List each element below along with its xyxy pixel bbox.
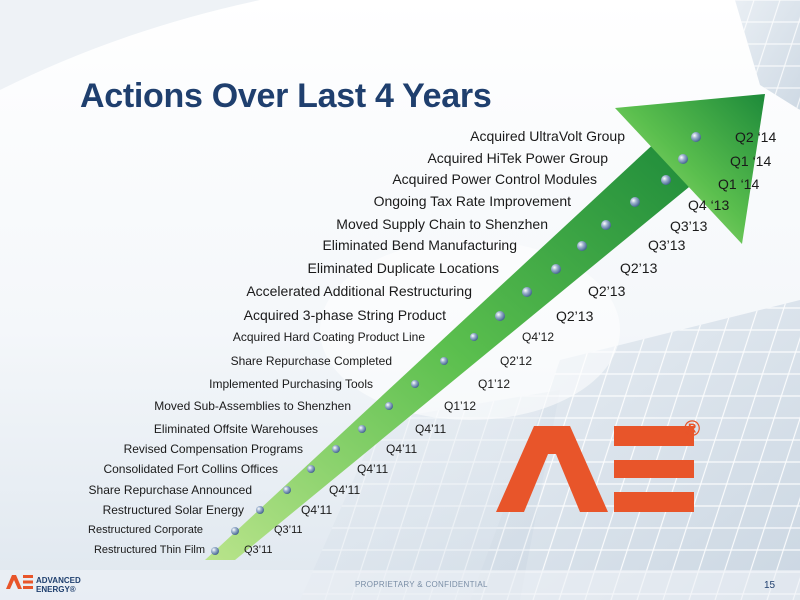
- milestone-quarter-label: Q4’11: [329, 482, 361, 497]
- footer-confidential: PROPRIETARY & CONFIDENTIAL: [355, 580, 488, 589]
- milestone-quarter-label: Q1 ‘14: [730, 153, 772, 170]
- milestone-quarter-label: Q1’12: [478, 376, 511, 391]
- milestone-quarter-label: Q4’11: [301, 502, 333, 517]
- milestone-quarter-label: Q3’11: [274, 524, 303, 537]
- milestone-action-label: Eliminated Offsite Warehouses: [153, 421, 318, 436]
- milestone-marker: [256, 506, 264, 514]
- milestone-quarter-label: Q2 ‘14: [735, 129, 777, 146]
- milestone-quarter-label: Q1’12: [444, 398, 477, 413]
- milestone-action-label: Consolidated Fort Collins Offices: [103, 461, 278, 476]
- footer-brand-name: ADVANCED ENERGY®: [36, 576, 81, 594]
- milestone-action-label: Eliminated Bend Manufacturing: [322, 237, 517, 254]
- milestone-action-label: Share Repurchase Completed: [230, 353, 392, 368]
- milestone-marker: [358, 425, 366, 433]
- milestone-quarter-label: Q4 ‘13: [688, 197, 730, 214]
- milestone-action-label: Acquired HiTek Power Group: [427, 150, 608, 167]
- milestone-marker: [385, 402, 393, 410]
- milestone-marker: [211, 547, 219, 555]
- milestone-action-label: Ongoing Tax Rate Improvement: [373, 193, 571, 210]
- milestone-marker: [691, 132, 701, 142]
- footer-ae-logo-icon: [6, 575, 33, 589]
- milestone-action-label: Moved Sub-Assemblies to Shenzhen: [154, 398, 351, 413]
- milestone-action-label: Acquired 3-phase String Product: [243, 307, 446, 324]
- milestone-action-label: Restructured Corporate: [88, 524, 203, 537]
- milestone-marker: [231, 527, 239, 535]
- milestone-quarter-label: Q3’13: [670, 218, 708, 235]
- milestone-quarter-label: Q4’11: [415, 421, 447, 436]
- milestone-marker: [661, 175, 671, 185]
- milestone-action-label: Implemented Purchasing Tools: [209, 376, 373, 391]
- milestone-quarter-label: Q2’13: [556, 308, 594, 325]
- milestone-action-label: Eliminated Duplicate Locations: [307, 260, 499, 277]
- milestone-quarter-label: Q3’13: [648, 237, 686, 254]
- milestone-marker: [495, 311, 505, 321]
- milestone-marker: [601, 220, 611, 230]
- milestone-action-label: Revised Compensation Programs: [123, 441, 303, 456]
- milestone-marker: [630, 197, 640, 207]
- milestone-marker: [470, 333, 478, 341]
- milestone-marker: [283, 486, 291, 494]
- arrow-head: [615, 94, 765, 244]
- arrow-shaft: [205, 138, 700, 560]
- milestone-marker: [577, 241, 587, 251]
- registered-mark: ®: [684, 416, 701, 441]
- milestone-quarter-label: Q2’12: [500, 353, 533, 368]
- milestone-action-label: Moved Supply Chain to Shenzhen: [336, 216, 548, 233]
- milestone-marker: [307, 465, 315, 473]
- milestone-quarter-label: Q4’11: [357, 461, 389, 476]
- milestone-quarter-label: Q2’13: [588, 283, 626, 300]
- milestone-quarter-label: Q4’11: [386, 441, 418, 456]
- milestone-action-label: Acquired Hard Coating Product Line: [232, 329, 425, 344]
- milestone-quarter-label: Q3’11: [244, 544, 273, 557]
- milestone-action-label: Acquired UltraVolt Group: [470, 128, 625, 145]
- milestone-quarter-label: Q1 ‘14: [718, 176, 760, 193]
- milestone-marker: [522, 287, 532, 297]
- milestone-marker: [411, 380, 419, 388]
- milestone-quarter-label: Q2’13: [620, 260, 658, 277]
- milestone-marker: [440, 357, 448, 365]
- milestone-marker: [551, 264, 561, 274]
- page-title: Actions Over Last 4 Years: [80, 76, 492, 115]
- ae-logo: [496, 426, 694, 512]
- milestone-quarter-label: Q4’12: [522, 329, 555, 344]
- milestone-action-label: Share Repurchase Announced: [88, 482, 252, 497]
- milestone-action-label: Acquired Power Control Modules: [392, 171, 597, 188]
- milestone-marker: [332, 445, 340, 453]
- milestone-action-label: Accelerated Additional Restructuring: [246, 283, 472, 300]
- milestone-marker: [678, 154, 688, 164]
- page-number: 15: [764, 580, 776, 591]
- milestone-action-label: Restructured Thin Film: [93, 544, 205, 557]
- milestone-action-label: Restructured Solar Energy: [102, 502, 244, 517]
